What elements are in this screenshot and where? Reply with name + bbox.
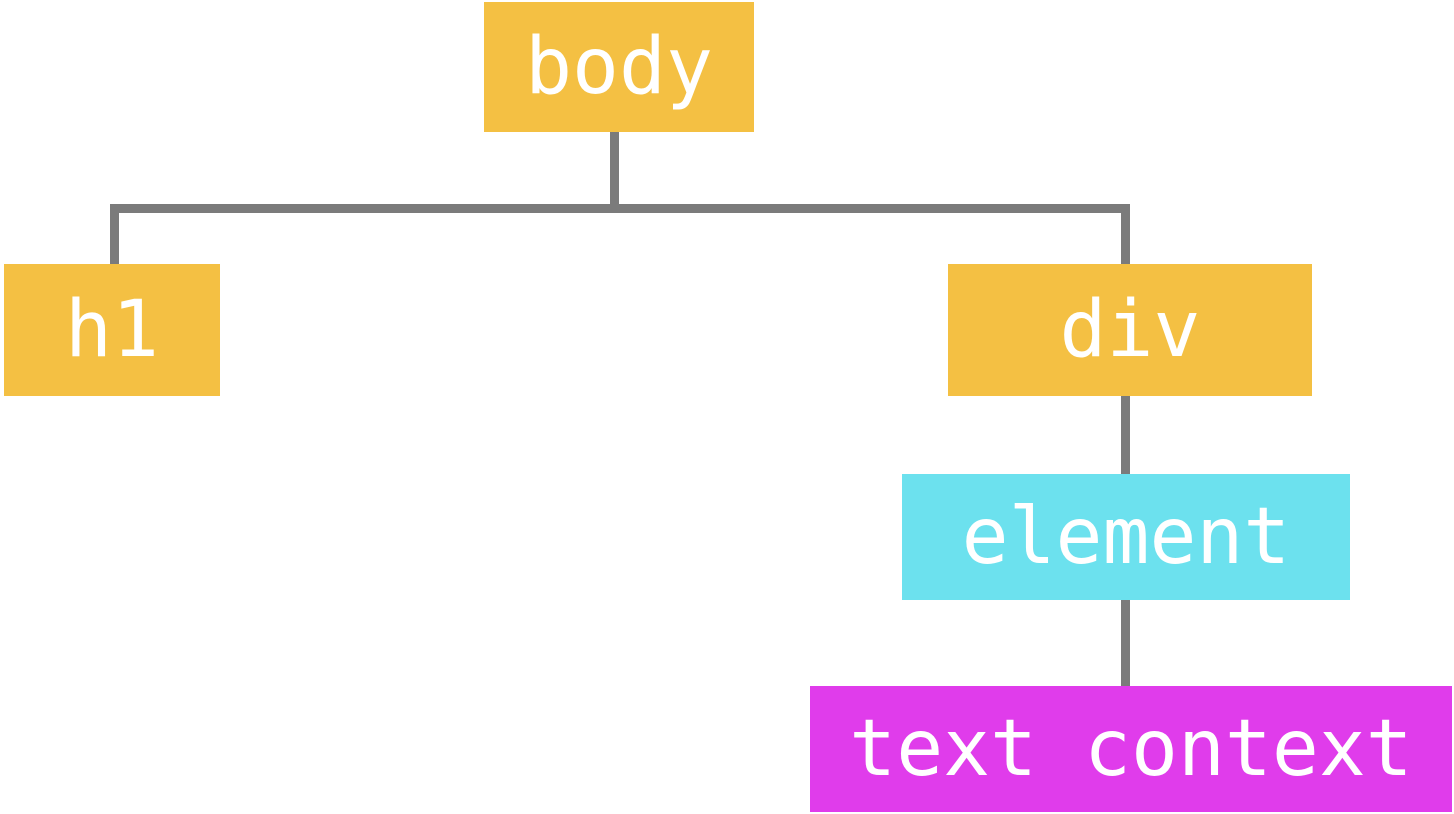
node-h1: h1	[4, 264, 220, 396]
connector-body-down	[610, 132, 619, 206]
connector-element-to-text	[1121, 600, 1130, 688]
node-text-context: text context	[810, 686, 1452, 812]
node-text-context-label: text context	[849, 704, 1413, 794]
connector-to-h1	[110, 204, 119, 266]
node-div-label: div	[1059, 285, 1201, 375]
node-element: element	[902, 474, 1350, 600]
node-div: div	[948, 264, 1312, 396]
node-body-label: body	[525, 22, 713, 112]
node-element-label: element	[961, 492, 1291, 582]
node-body: body	[484, 2, 754, 132]
connector-to-div	[1121, 204, 1130, 266]
connector-sibling-bar	[110, 204, 1130, 213]
connector-div-to-element	[1121, 396, 1130, 476]
node-h1-label: h1	[65, 285, 159, 375]
